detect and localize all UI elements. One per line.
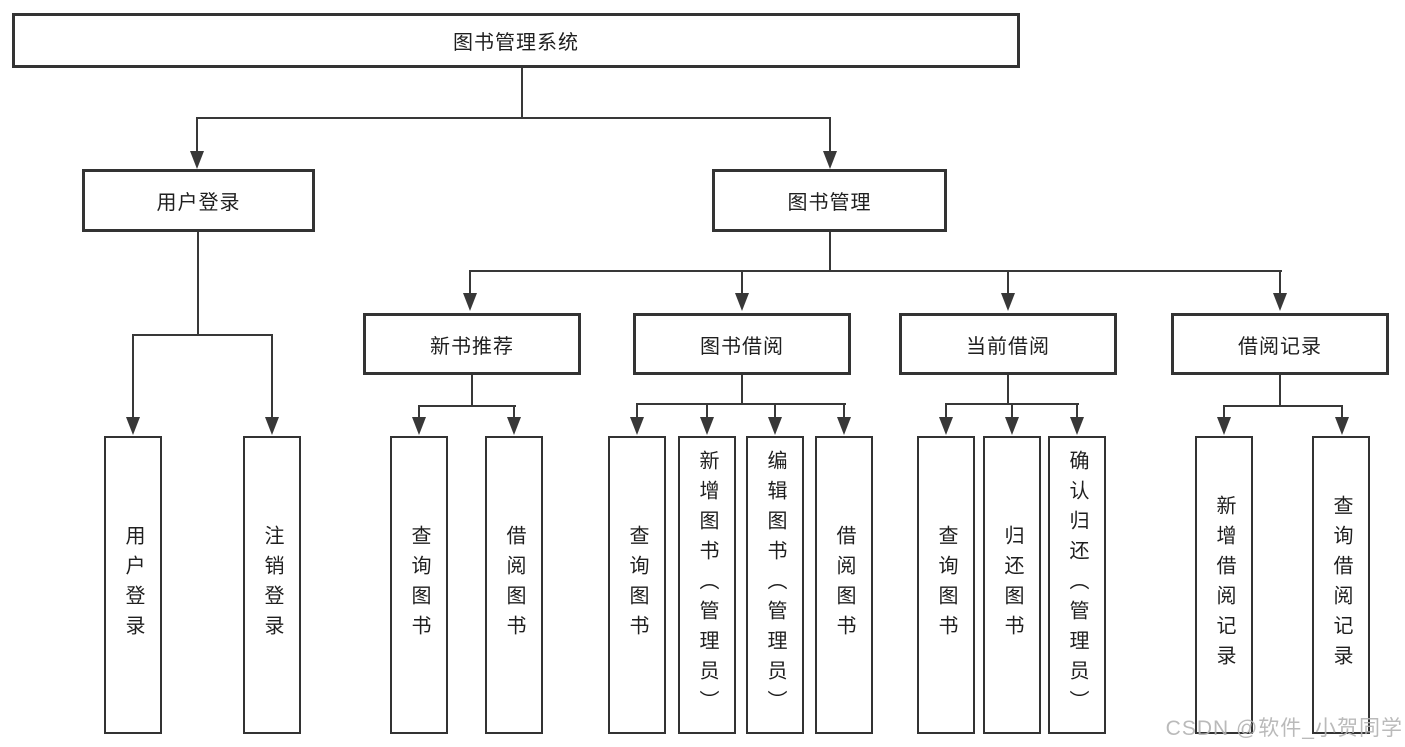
connector-stem-borrow-records bbox=[1279, 270, 1281, 295]
arrow-down-icon bbox=[507, 417, 521, 435]
arrow-down-icon bbox=[700, 417, 714, 435]
connector-stem-current-borrow bbox=[1007, 270, 1009, 295]
node-new-book-rec-label: 新书推荐 bbox=[430, 335, 514, 358]
connector-current-borrow-stem bbox=[1007, 375, 1009, 405]
connector-stem-leaf bbox=[706, 403, 708, 419]
arrow-down-icon bbox=[837, 417, 851, 435]
leaf-br-add-record: 新增借阅记录 bbox=[1195, 436, 1253, 734]
leaf-bb-add-books-admin: 新增图书（管理员） bbox=[678, 436, 736, 734]
leaf-cb-confirm-return-admin: 确认归还（管理员） bbox=[1048, 436, 1106, 734]
arrow-down-icon bbox=[190, 151, 204, 169]
node-book-borrow: 图书借阅 bbox=[633, 313, 851, 375]
leaf-br-query-record: 查询借阅记录 bbox=[1312, 436, 1370, 734]
node-borrow-records: 借阅记录 bbox=[1171, 313, 1389, 375]
leaf-label: 归还图书 bbox=[1001, 525, 1023, 645]
connector-user-login-stem bbox=[197, 232, 199, 336]
connector-borrow-records-branch bbox=[1223, 405, 1343, 407]
arrow-down-icon bbox=[1335, 417, 1349, 435]
node-borrow-records-label: 借阅记录 bbox=[1238, 335, 1322, 358]
connector-book-borrow-stem bbox=[741, 375, 743, 405]
connector-stem-leaf bbox=[945, 403, 947, 419]
connector-stem-leaf bbox=[513, 405, 515, 419]
connector-level3-branch bbox=[469, 270, 1282, 272]
csdn-watermark: CSDN @软件_小贺同学 bbox=[1165, 717, 1403, 740]
arrow-down-icon bbox=[735, 293, 749, 311]
connector-stem-book-mgmt bbox=[829, 117, 831, 153]
connector-new-rec-branch bbox=[418, 405, 516, 407]
connector-stem-leaf bbox=[418, 405, 420, 419]
arrow-down-icon bbox=[1273, 293, 1287, 311]
leaf-bb-borrow-books: 借阅图书 bbox=[815, 436, 873, 734]
connector-stem-leaf bbox=[1011, 403, 1013, 419]
leaf-label: 查询图书 bbox=[935, 525, 957, 645]
connector-stem-leaf bbox=[1223, 405, 1225, 419]
arrow-down-icon bbox=[823, 151, 837, 169]
leaf-label: 确认归还（管理员） bbox=[1066, 450, 1088, 720]
leaf-label: 新增图书（管理员） bbox=[696, 450, 718, 720]
connector-stem-leaf-login bbox=[132, 334, 134, 418]
node-book-mgmt: 图书管理 bbox=[712, 169, 947, 232]
connector-stem-user-login bbox=[196, 117, 198, 153]
node-current-borrow: 当前借阅 bbox=[899, 313, 1117, 375]
node-book-mgmt-label: 图书管理 bbox=[787, 192, 872, 214]
connector-book-mgmt-stem bbox=[829, 232, 831, 272]
leaf-rec-borrow-books: 借阅图书 bbox=[485, 436, 543, 734]
connector-borrow-records-stem bbox=[1279, 375, 1281, 407]
node-root-label: 图书管理系统 bbox=[453, 32, 579, 54]
leaf-bb-query-books: 查询图书 bbox=[608, 436, 666, 734]
leaf-cb-query-books: 查询图书 bbox=[917, 436, 975, 734]
leaf-label: 查询借阅记录 bbox=[1330, 495, 1352, 675]
leaf-bb-edit-books-admin: 编辑图书（管理员） bbox=[746, 436, 804, 734]
node-user-login: 用户登录 bbox=[82, 169, 315, 232]
arrow-down-icon bbox=[412, 417, 426, 435]
node-user-login-label: 用户登录 bbox=[156, 192, 241, 214]
arrow-down-icon bbox=[463, 293, 477, 311]
connector-stem-leaf bbox=[1076, 403, 1078, 419]
arrow-down-icon bbox=[1001, 293, 1015, 311]
leaf-label: 用户登录 bbox=[122, 525, 144, 645]
connector-new-rec-stem bbox=[471, 375, 473, 407]
connector-stem-leaf bbox=[1341, 405, 1343, 419]
leaf-label: 查询图书 bbox=[626, 525, 648, 645]
connector-level2-branch bbox=[196, 117, 831, 119]
arrow-down-icon bbox=[126, 417, 140, 435]
arrow-down-icon bbox=[939, 417, 953, 435]
leaf-label: 注销登录 bbox=[261, 525, 283, 645]
leaf-user-login: 用户登录 bbox=[104, 436, 162, 734]
arrow-down-icon bbox=[630, 417, 644, 435]
leaf-label: 借阅图书 bbox=[833, 525, 855, 645]
connector-stem-new-rec bbox=[469, 270, 471, 295]
connector-stem-leaf bbox=[774, 403, 776, 419]
connector-stem-leaf-logout bbox=[271, 334, 273, 418]
arrow-down-icon bbox=[1070, 417, 1084, 435]
node-root: 图书管理系统 bbox=[12, 13, 1020, 68]
arrow-down-icon bbox=[1005, 417, 1019, 435]
arrow-down-icon bbox=[1217, 417, 1231, 435]
connector-stem-book-borrow bbox=[741, 270, 743, 295]
connector-root-stem bbox=[521, 68, 523, 119]
leaf-label: 新增借阅记录 bbox=[1213, 495, 1235, 675]
node-new-book-rec: 新书推荐 bbox=[363, 313, 581, 375]
leaf-label: 借阅图书 bbox=[503, 525, 525, 645]
leaf-label: 编辑图书（管理员） bbox=[764, 450, 786, 720]
arrow-down-icon bbox=[768, 417, 782, 435]
connector-stem-leaf bbox=[843, 403, 845, 419]
node-book-borrow-label: 图书借阅 bbox=[700, 335, 784, 358]
arrow-down-icon bbox=[265, 417, 279, 435]
leaf-rec-query-books: 查询图书 bbox=[390, 436, 448, 734]
connector-stem-leaf bbox=[636, 403, 638, 419]
leaf-cb-return-books: 归还图书 bbox=[983, 436, 1041, 734]
connector-book-borrow-branch bbox=[636, 403, 846, 405]
leaf-logout: 注销登录 bbox=[243, 436, 301, 734]
connector-user-login-branch bbox=[132, 334, 273, 336]
leaf-label: 查询图书 bbox=[408, 525, 430, 645]
node-current-borrow-label: 当前借阅 bbox=[966, 335, 1050, 358]
